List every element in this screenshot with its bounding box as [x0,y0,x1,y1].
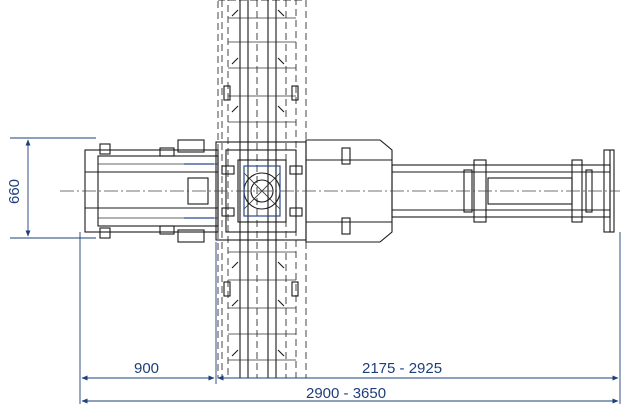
vertical-conveyor [217,0,307,379]
dimension-overall: 2900 - 3650 [81,385,619,404]
right-segment-label: 2175 - 2925 [362,360,442,377]
dimension-height: 660 [6,137,96,239]
dimension-left-segment: 900 [81,360,215,381]
overall-dimension-label: 2900 - 3650 [306,385,386,402]
left-segment-label: 900 [134,360,159,377]
dimension-right-segment: 2175 - 2925 [217,360,619,381]
dimension-extension-lines [79,232,621,404]
height-dimension-label: 660 [6,179,23,204]
